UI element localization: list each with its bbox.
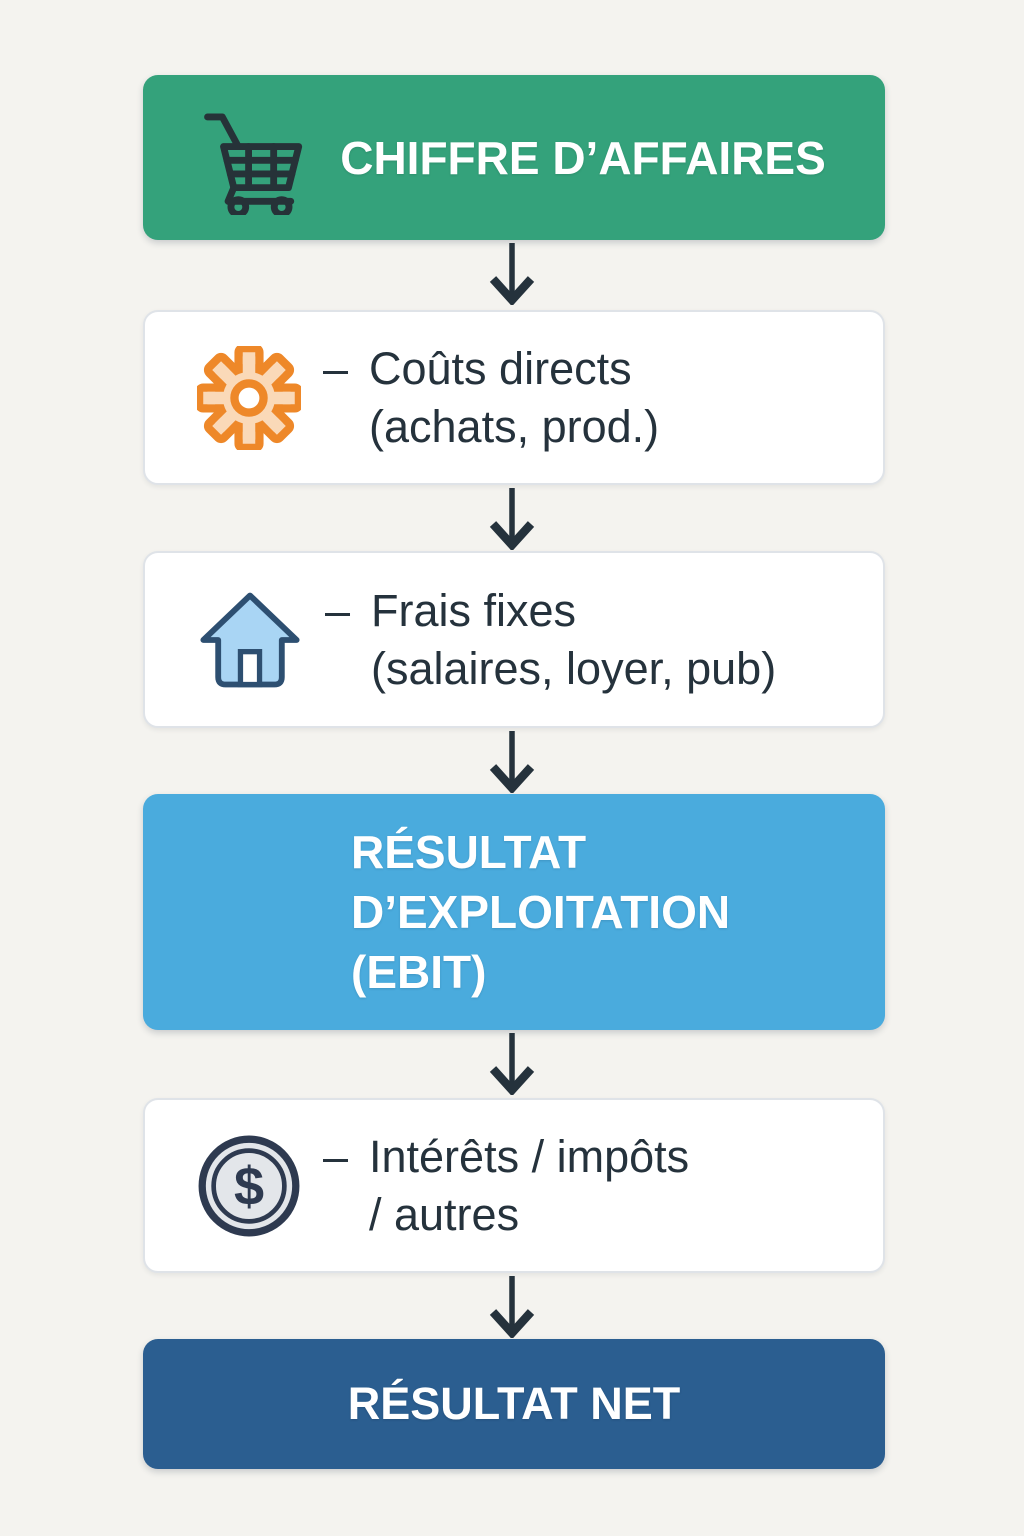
arrow-down-icon [480, 488, 544, 550]
net-result-title: RÉSULTAT NET [347, 1378, 681, 1429]
fixed-costs-text: – Frais fixes (salaires, loyer, pub) [325, 582, 776, 698]
house-icon [197, 587, 303, 693]
direct-costs-line1: Coûts directs [369, 342, 632, 394]
arrow-down-icon [480, 1276, 544, 1338]
direct-costs-box: – Coûts directs (achats, prod.) [143, 310, 885, 485]
interest-taxes-line2: / autres [369, 1188, 520, 1240]
svg-text:$: $ [234, 1156, 264, 1216]
arrow-down-icon [480, 731, 544, 793]
ebit-text: RÉSULTAT D’EXPLOITATION (EBIT) [143, 822, 730, 1002]
direct-costs-line2: (achats, prod.) [369, 400, 660, 452]
ebit-line2: D’EXPLOITATION [351, 886, 731, 938]
ebit-box: RÉSULTAT D’EXPLOITATION (EBIT) [143, 794, 885, 1030]
ebit-line3: (EBIT) [351, 946, 487, 998]
revenue-box: CHIFFRE D’AFFAIRES [143, 75, 885, 240]
interest-taxes-text: – Intérêts / impôts / autres [323, 1128, 689, 1244]
ebit-line1: RÉSULTAT [351, 826, 587, 878]
minus-sign: – [325, 584, 351, 636]
minus-sign: – [323, 1130, 349, 1182]
dollar-coin-icon: $ [197, 1132, 301, 1240]
fixed-costs-line1: Frais fixes [371, 584, 577, 636]
interest-taxes-line1: Intérêts / impôts [369, 1130, 690, 1182]
gear-icon [197, 345, 301, 450]
arrow-down-icon [480, 1033, 544, 1095]
arrow-down-icon [480, 243, 544, 305]
shopping-cart-icon [195, 101, 309, 215]
fixed-costs-box: – Frais fixes (salaires, loyer, pub) [143, 551, 885, 728]
fixed-costs-line2: (salaires, loyer, pub) [371, 642, 777, 694]
revenue-title: CHIFFRE D’AFFAIRES [340, 131, 826, 184]
net-result-box: RÉSULTAT NET [143, 1339, 885, 1469]
direct-costs-text: – Coûts directs (achats, prod.) [323, 340, 659, 456]
minus-sign: – [323, 342, 349, 394]
interest-taxes-box: $ – Intérêts / impôts / autres [143, 1098, 885, 1273]
